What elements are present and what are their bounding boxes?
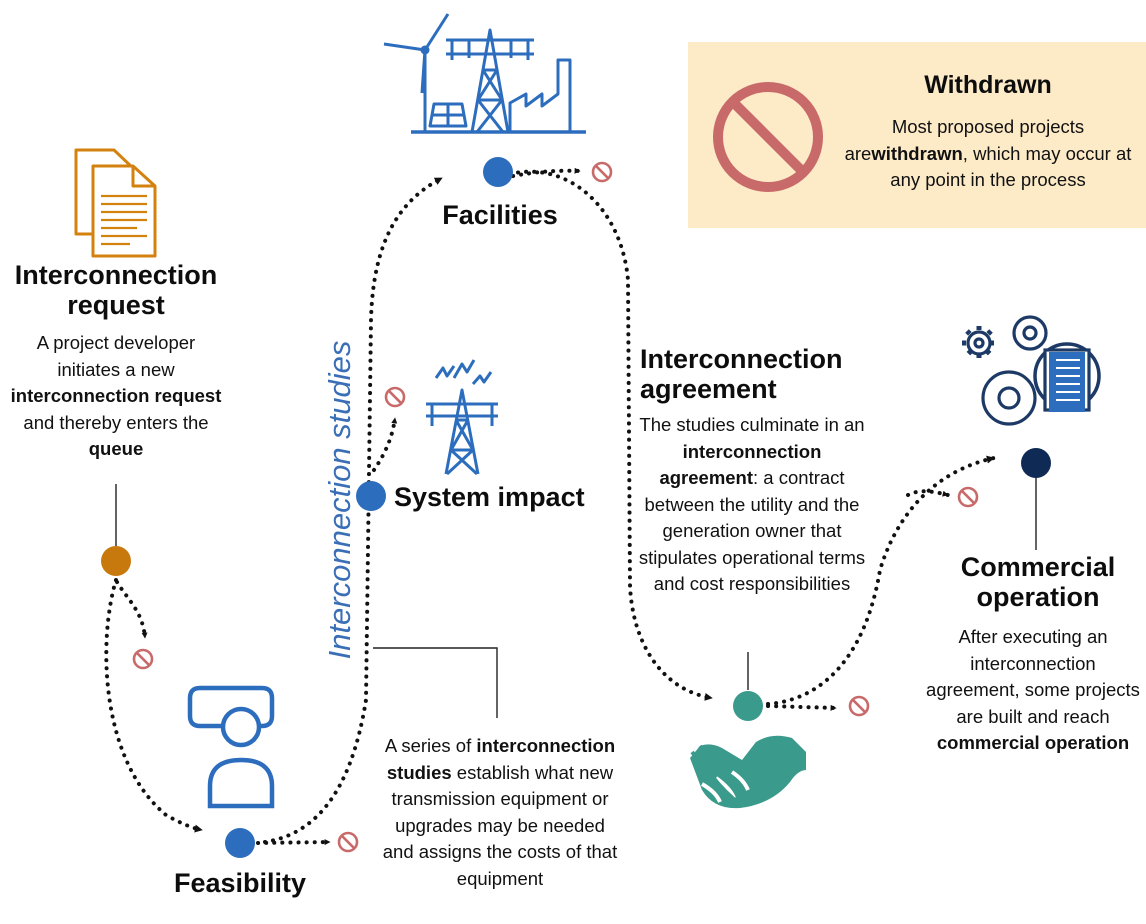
documents-icon: [74, 148, 157, 258]
interconnection-request-description: A project developer initiates a new inte…: [10, 332, 222, 459]
facilities-title: Facilities: [442, 200, 558, 230]
lightning-tower-icon: [426, 359, 498, 476]
system-impact-title: System impact: [394, 482, 585, 512]
withdrawn-legend: Withdrawn Most proposed projects arewith…: [688, 42, 1146, 228]
no-entry-icon: [713, 82, 823, 192]
person-icon: [207, 706, 275, 809]
feasibility-node: [225, 828, 255, 858]
system-impact-node: [356, 481, 386, 511]
handshake-icon: [690, 735, 806, 809]
no-entry-icon: [591, 161, 613, 183]
no-entry-icon: [957, 486, 979, 508]
interconnection-studies-label: Interconnection studies: [322, 340, 357, 660]
gears-building-icon: [962, 315, 1101, 426]
interconnection-agreement-title: Interconnection agreement: [640, 344, 843, 404]
commercial-node: [1021, 448, 1051, 478]
leader-lines: [115, 478, 1037, 718]
commercial-operation-description: After executing an interconnection agree…: [926, 626, 1140, 753]
no-entry-icon: [337, 831, 359, 853]
no-entry-icon: [132, 648, 154, 670]
energy-facilities-icon: [383, 13, 586, 134]
withdrawn-description: Most proposed projects arewithdrawn, whi…: [844, 116, 1132, 190]
feasibility-title: Feasibility: [173, 868, 307, 898]
commercial-operation-title: Commercial operation: [960, 552, 1116, 612]
facilities-node: [483, 157, 513, 187]
interconnection-studies-description: A series of interconnection studies esta…: [382, 735, 618, 889]
interconnection-agreement-description: The studies culminate in an interconnect…: [638, 414, 866, 594]
no-entry-icon: [384, 386, 406, 408]
request-node: [101, 546, 131, 576]
agreement-node: [733, 691, 763, 721]
no-entry-icon: [848, 695, 870, 717]
flow-path: [104, 167, 996, 846]
interconnection-request-title: Interconnection request: [14, 260, 218, 320]
withdrawn-title: Withdrawn: [924, 71, 1052, 99]
